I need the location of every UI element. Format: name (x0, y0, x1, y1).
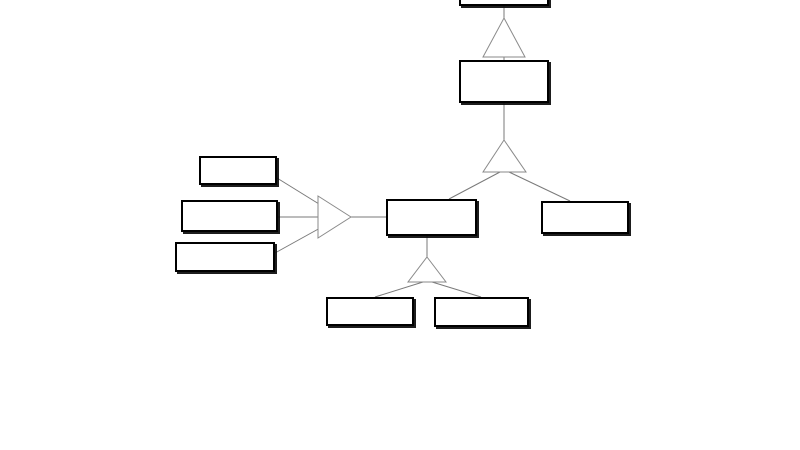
class-node[interactable] (459, 0, 549, 6)
diagram-edge (508, 171, 571, 202)
diagram-edge (274, 216, 341, 254)
generalization-arrow-icon (406, 256, 448, 283)
class-node[interactable] (199, 156, 277, 185)
class-node[interactable] (386, 199, 477, 236)
diagram-edge (431, 281, 482, 298)
diagram-edge (374, 281, 424, 298)
generalization-arrow-icon (482, 139, 527, 173)
generalization-arrow-icon (317, 195, 352, 239)
class-node[interactable] (459, 60, 549, 103)
class-node[interactable] (175, 242, 275, 272)
generalization-arrow-icon (482, 16, 526, 58)
class-node[interactable] (541, 201, 629, 234)
diagram-edge (448, 171, 501, 200)
class-node[interactable] (326, 297, 414, 326)
diagram-edge (276, 177, 341, 218)
class-node[interactable] (181, 200, 278, 232)
class-node[interactable] (434, 297, 529, 327)
